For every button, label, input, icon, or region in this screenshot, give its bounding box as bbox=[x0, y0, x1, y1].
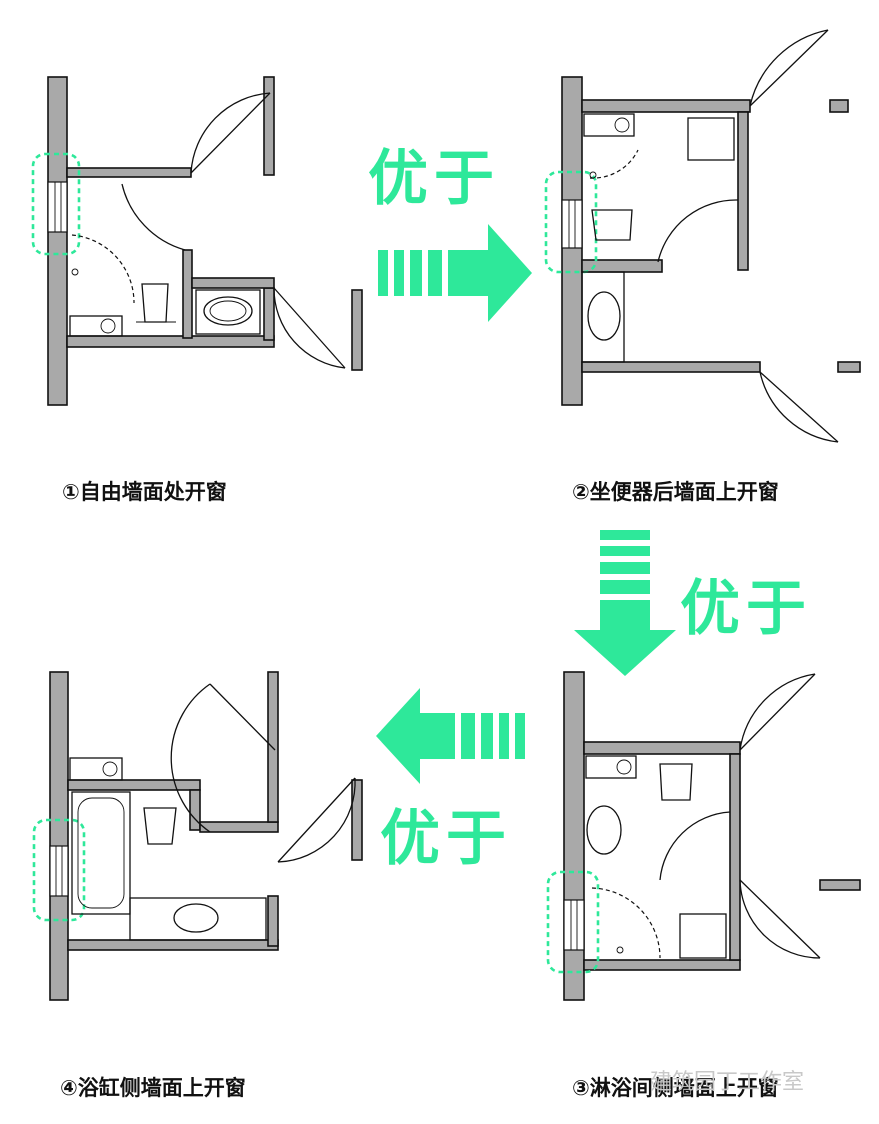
plan1-right-top-wall bbox=[191, 277, 275, 289]
plan4-bottom-wall bbox=[67, 939, 279, 951]
plan4-window-highlight bbox=[32, 818, 86, 922]
plan3-basin-icon bbox=[679, 913, 727, 959]
plan3-top-wall bbox=[583, 741, 741, 755]
plan1-window bbox=[47, 181, 68, 233]
plan2-window-highlight bbox=[544, 170, 598, 274]
plan4-window bbox=[49, 845, 69, 897]
plan1-exterior-wall bbox=[47, 76, 68, 406]
plan4-top-wall bbox=[67, 779, 201, 791]
plan4-far-wall bbox=[351, 779, 363, 861]
plan4-ledge-wall bbox=[199, 821, 279, 833]
plan4-washer-icon bbox=[69, 757, 123, 781]
plan4-right-upper-wall bbox=[267, 671, 279, 823]
plan2-far-bottom-wall bbox=[837, 361, 861, 373]
plan3-right-wall bbox=[729, 753, 741, 961]
plan1-top-wall bbox=[66, 167, 192, 178]
arrow-right bbox=[378, 224, 532, 322]
plan3-washer-icon bbox=[585, 755, 637, 779]
plan-4 bbox=[32, 671, 363, 1001]
plan4-bathtub-icon bbox=[71, 791, 131, 915]
plan1-toilet-icon bbox=[141, 283, 169, 323]
plan1-far-wall bbox=[351, 289, 363, 371]
plan2-right-wall bbox=[737, 111, 749, 271]
plan3-far-wall bbox=[819, 879, 861, 891]
plan2-toilet-icon bbox=[591, 209, 633, 241]
plan2-top-wall bbox=[581, 99, 751, 113]
plan4-sink-counter bbox=[129, 897, 267, 941]
comparison-label-2: 优于 bbox=[680, 574, 812, 644]
plan4-toilet-icon bbox=[143, 807, 177, 845]
plan4-mid-wall bbox=[189, 789, 201, 831]
caption-plan-3: ③淋浴间侧墙面上开窗 bbox=[572, 1076, 779, 1100]
plan2-bottom-wall bbox=[581, 361, 761, 373]
plan2-basin-icon bbox=[687, 117, 735, 161]
plan1-window-highlight bbox=[31, 152, 81, 256]
plan1-mid-wall bbox=[182, 249, 193, 339]
plan4-sink-icon bbox=[173, 903, 219, 933]
plan1-sink-icon bbox=[195, 289, 261, 335]
caption-plan-2: ②坐便器后墙面上开窗 bbox=[572, 480, 779, 504]
plan-3 bbox=[546, 671, 861, 1001]
plan1-door-leaf bbox=[190, 92, 271, 174]
plan3-window bbox=[563, 899, 585, 951]
plan1-shower-arc bbox=[71, 234, 135, 304]
plan2-far-wall bbox=[829, 99, 849, 113]
comparison-label-1: 优于 bbox=[368, 144, 500, 214]
plan2-shower-arc bbox=[589, 149, 639, 179]
plan1-bottom-wall bbox=[66, 335, 275, 348]
plan3-sink-icon bbox=[586, 805, 622, 855]
plan3-exterior-wall bbox=[563, 671, 585, 1001]
plan2-sink-icon bbox=[581, 271, 625, 363]
arrow-down bbox=[574, 530, 676, 676]
plan1-right-wall bbox=[263, 287, 275, 341]
arrow-left bbox=[376, 688, 525, 784]
plan3-bottom-wall bbox=[583, 959, 741, 971]
comparison-label-3: 优于 bbox=[380, 804, 512, 874]
plan3-toilet-icon bbox=[659, 763, 693, 801]
plan3-window-highlight bbox=[546, 870, 600, 974]
plan4-right-lower-wall bbox=[267, 895, 279, 947]
plan-2 bbox=[544, 29, 861, 443]
plan2-washer-icon bbox=[583, 113, 635, 137]
caption-plan-4: ④浴缸侧墙面上开窗 bbox=[60, 1076, 246, 1100]
plan-1 bbox=[31, 76, 363, 406]
plan1-upper-right-wall bbox=[263, 76, 275, 176]
caption-plan-1: ①自由墙面处开窗 bbox=[62, 480, 227, 504]
plan2-window bbox=[561, 199, 583, 249]
plan3-shower-arc bbox=[591, 887, 661, 959]
plan1-washer-icon bbox=[69, 315, 123, 337]
plan4-exterior-wall bbox=[49, 671, 69, 1001]
watermark: 建筑园丁工作室 bbox=[650, 1070, 805, 1095]
